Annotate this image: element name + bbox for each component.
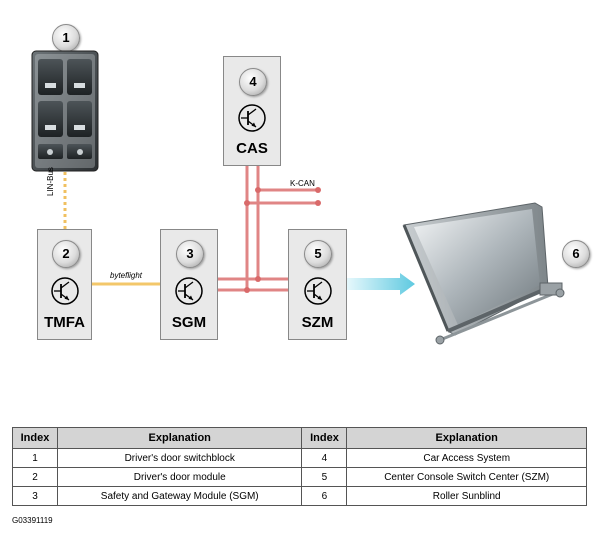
table-cell: 2 [12,467,58,487]
table-cell: 6 [301,486,348,506]
index-badge-3: 3 [176,240,204,268]
module-szm: 5 SZM [288,229,347,340]
kcan-label: K-CAN [290,179,315,188]
table-cell: Safety and Gateway Module (SGM) [56,486,303,506]
figure-id: G03391119 [12,516,53,525]
module-cas: 4 CAS [223,56,281,166]
table-cell: Center Console Switch Center (SZM) [346,467,587,487]
switchblock-image [31,50,99,172]
table-row: 1 Driver's door switchblock 4 Car Access… [12,448,587,468]
transistor-icon [51,277,79,305]
header-index-1: Index [12,427,58,449]
header-index-2: Index [301,427,348,449]
index-badge-1: 1 [52,24,80,52]
system-diagram: 1 [31,24,590,345]
bus-lines [63,166,415,295]
table-cell: 1 [12,448,58,468]
red-bus-group [218,166,318,292]
table-cell: 3 [12,486,58,506]
module-label-cas: CAS [236,140,268,157]
transistor-icon [175,277,203,305]
module-tmfa: 2 TMFA [37,229,92,340]
transistor-icon [304,277,332,305]
table-cell: 4 [301,448,348,468]
table-cell: Car Access System [346,448,587,468]
explanation-table: Index Explanation Index Explanation 1 Dr… [12,427,587,506]
table-cell: Driver's door module [56,467,303,487]
index-badge-5: 5 [304,240,332,268]
module-label-szm: SZM [301,314,334,331]
header-explanation-2: Explanation [346,427,587,449]
module-label-tmfa: TMFA [44,314,85,331]
transistor-icon [238,104,266,132]
table-cell: 5 [301,467,348,487]
lin-bus-label: LIN-Bus [46,167,55,196]
arrow-to-sunblind [347,273,415,295]
table-header-row: Index Explanation Index Explanation [12,427,587,449]
index-badge-4: 4 [239,68,267,96]
module-sgm: 3 SGM [160,229,218,340]
index-badge-6: 6 [562,240,590,268]
byteflight-label: byteflight [110,271,143,280]
sunblind-image [402,202,565,345]
table-cell: Driver's door switchblock [56,448,303,468]
table-row: 2 Driver's door module 5 Center Console … [12,467,587,487]
index-badge-2: 2 [52,240,80,268]
table-row: 3 Safety and Gateway Module (SGM) 6 Roll… [12,486,587,506]
header-explanation-1: Explanation [56,427,303,449]
table-cell: Roller Sunblind [346,486,587,506]
bus-junctions [244,187,321,293]
module-label-sgm: SGM [171,314,207,331]
